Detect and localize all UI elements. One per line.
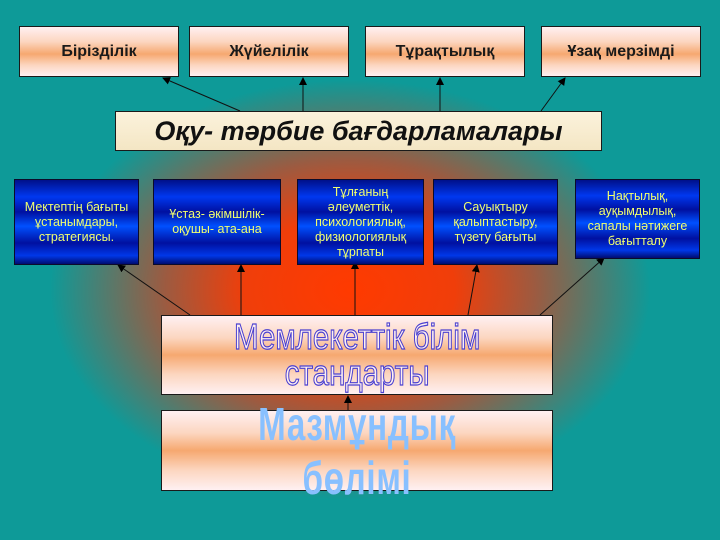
principle-stability: Тұрақтылық [365, 26, 525, 77]
quality-results-box: Нақтылық, ауқымдылық, сапалы нәтижеге ба… [575, 179, 700, 259]
personality-box: Тұлғаның әлеуметтік, психологиялық, физи… [297, 179, 424, 265]
health-box: Сауықтыру қалыптастыру, түзету бағыты [433, 179, 558, 265]
state-standards-box: Мемлекеттік білім стандарты [161, 315, 553, 395]
content-section-label: Мазмұндық бөлімі [258, 397, 456, 504]
principle-systematic: Жүйелілік [189, 26, 349, 77]
principle-long-term: Ұзақ мерзімді [541, 26, 701, 77]
principle-label: Бірізділік [61, 42, 137, 60]
principle-label: Тұрақтылық [395, 42, 495, 60]
programs-title-box: Оқу- тәрбие бағдарламалары [115, 111, 602, 151]
programs-title: Оқу- тәрбие бағдарламалары [154, 115, 563, 146]
principle-label: Жүйелілік [229, 42, 309, 60]
box-label: Сауықтыру қалыптастыру, түзету бағыты [453, 199, 538, 244]
box-label: Ұстаз- әкімшілік- оқушы- ата-ана [169, 207, 265, 236]
school-direction-box: Мектептің бағыты ұстанымдары, стратегияс… [14, 179, 139, 265]
state-standards-label: Мемлекеттік білім стандарты [233, 316, 481, 393]
box-label: Нақтылық, ауқымдылық, сапалы нәтижеге ба… [587, 189, 688, 248]
content-section-box: Мазмұндық бөлімі [161, 398, 553, 504]
box-label: Тұлғаның әлеуметтік, психологиялық, физи… [314, 184, 407, 259]
stakeholders-box: Ұстаз- әкімшілік- оқушы- ата-ана [153, 179, 281, 265]
box-label: Мектептің бағыты ұстанымдары, стратегияс… [24, 199, 129, 244]
principle-label: Ұзақ мерзімді [567, 42, 675, 60]
principle-consistency: Бірізділік [19, 26, 179, 77]
